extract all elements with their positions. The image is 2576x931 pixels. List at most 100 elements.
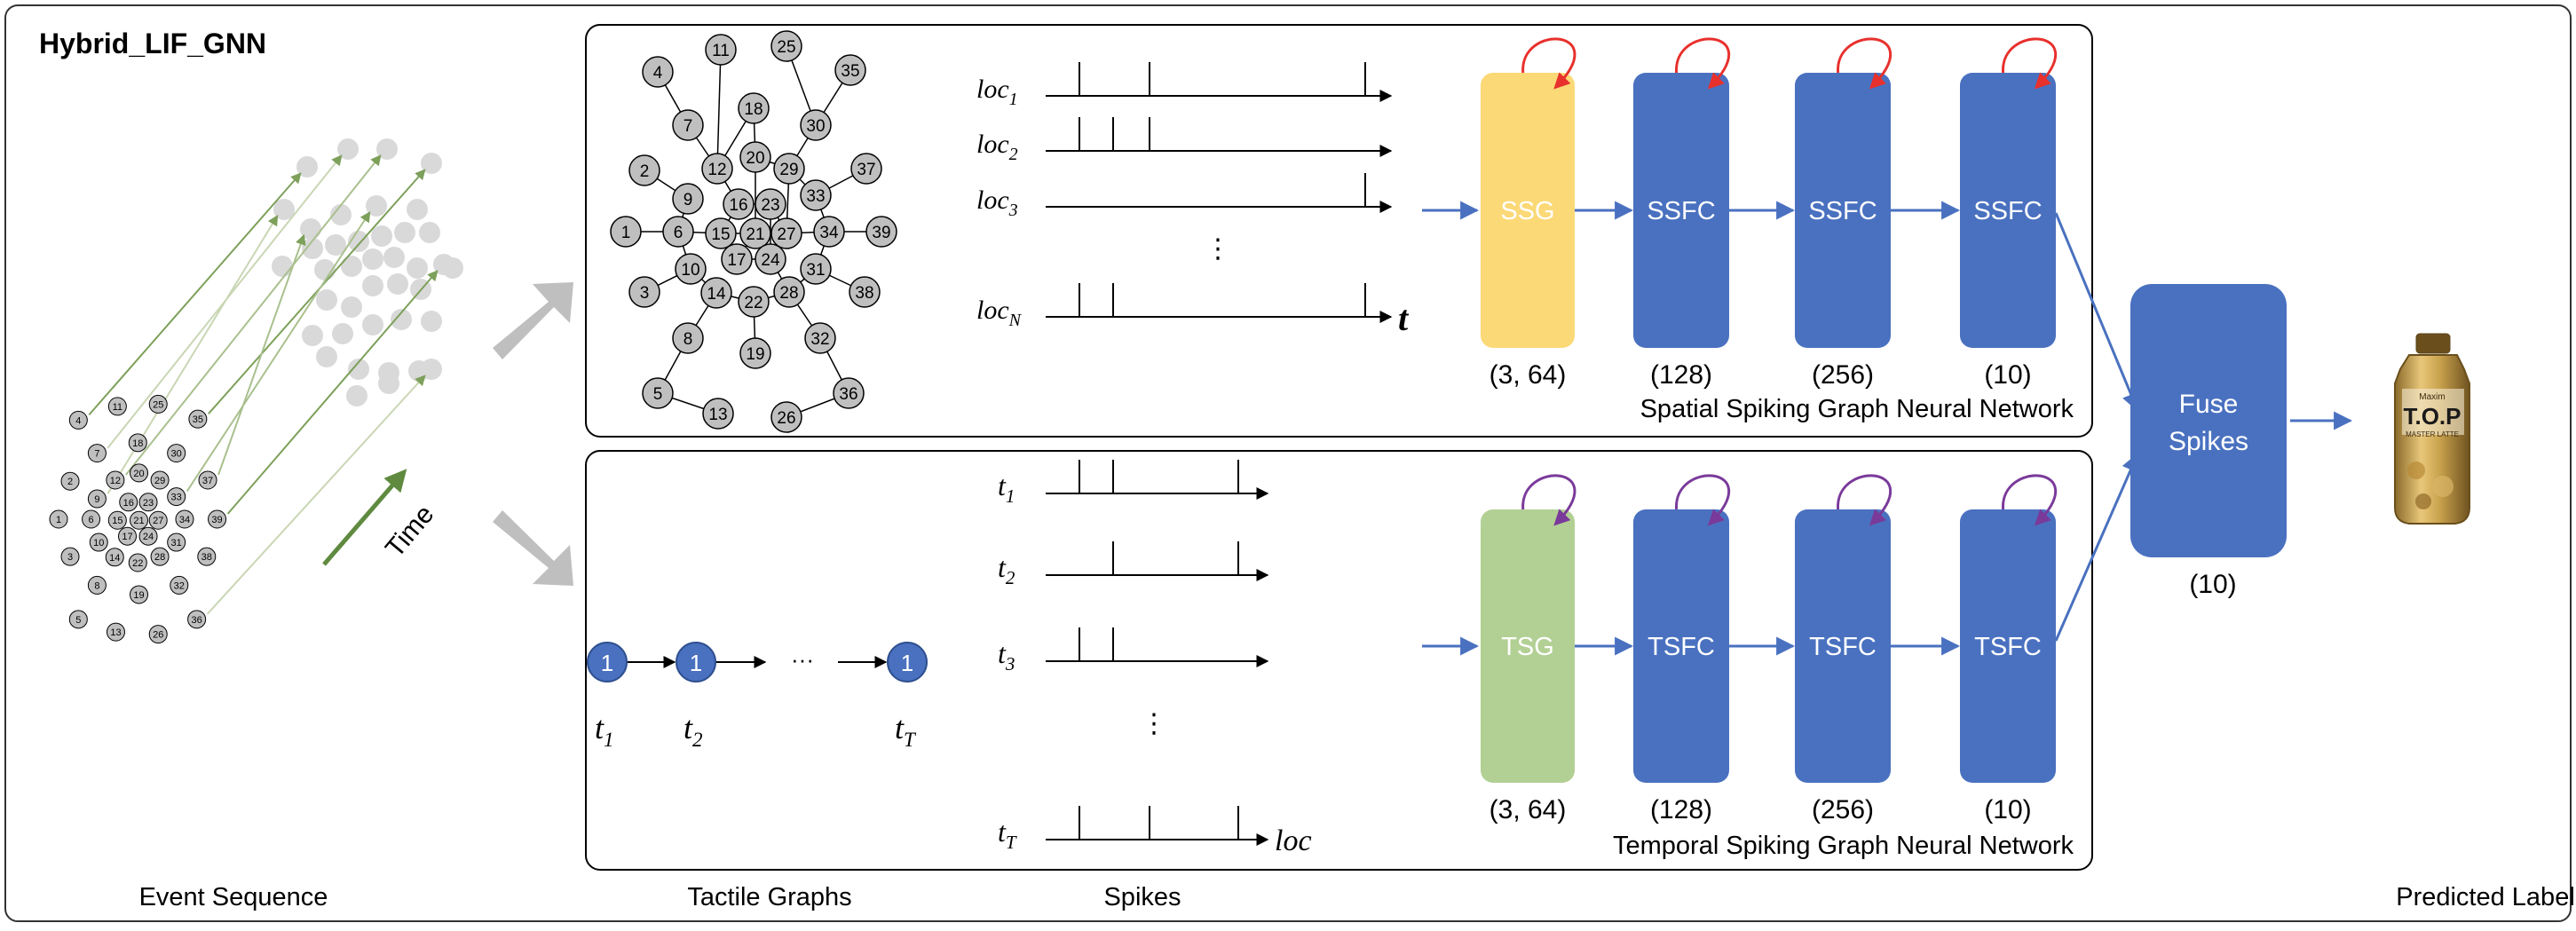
time-arrow xyxy=(322,469,407,566)
chain-node xyxy=(887,642,928,682)
chain-time-label: t2 xyxy=(684,710,703,751)
event-node xyxy=(130,463,149,483)
event-dot xyxy=(330,204,352,225)
predicted-product-bottle: Maxim T.O.P MASTER LATTE xyxy=(2394,333,2470,525)
graph-node xyxy=(642,377,674,409)
event-node xyxy=(130,510,149,530)
time-label: Time xyxy=(380,500,439,563)
transition-arrow-temporal xyxy=(493,510,573,586)
spatial-block-dim: (3, 64) xyxy=(1489,360,1567,390)
graph-node xyxy=(628,276,660,308)
event-node-label: 39 xyxy=(211,515,222,525)
event-node-label: 11 xyxy=(113,402,122,413)
event-dot xyxy=(421,359,442,380)
event-dot xyxy=(366,195,387,217)
spatial-block-label: SSG xyxy=(1500,197,1554,225)
temporal-block-dim: (10) xyxy=(1984,795,2031,824)
spatial-block-dim: (128) xyxy=(1650,360,1712,390)
spatial-row-label-sub: 1 xyxy=(1009,90,1018,109)
temporal-panel-title: Temporal Spiking Graph Neural Network xyxy=(1613,832,2074,860)
chain-node-label: 1 xyxy=(901,650,913,676)
spatial-block xyxy=(1633,73,1729,348)
temporal-panel xyxy=(585,450,2093,871)
event-dot xyxy=(421,153,442,174)
event-dot xyxy=(314,259,336,280)
chain-time-label: t1 xyxy=(595,710,614,751)
graph-node-label: 18 xyxy=(744,100,763,119)
graph-node xyxy=(662,216,694,248)
event-node-label: 26 xyxy=(153,630,163,641)
graph-node xyxy=(610,216,642,248)
chain-time-label-base: t xyxy=(595,710,604,746)
graph-node xyxy=(755,188,786,220)
graph-node-label: 15 xyxy=(711,225,730,244)
graph-node-label: 11 xyxy=(712,42,730,60)
graph-node xyxy=(800,179,832,211)
event-time-arrow xyxy=(186,210,371,493)
graph-node xyxy=(721,243,753,275)
temporal-block-label: TSG xyxy=(1501,633,1554,661)
chain-node xyxy=(676,642,716,682)
event-node xyxy=(49,509,68,529)
graph-node-label: 22 xyxy=(744,294,763,312)
event-dot xyxy=(407,257,428,279)
graph-node-label: 3 xyxy=(640,284,650,303)
event-dot xyxy=(348,359,369,380)
graph-node xyxy=(723,188,755,220)
graph-node-label: 10 xyxy=(681,261,699,280)
temporal-row-label: t2 xyxy=(998,551,1015,588)
event-dot xyxy=(337,138,359,160)
event-node-label: 2 xyxy=(67,477,73,487)
event-node-label: 33 xyxy=(171,493,182,503)
event-dot xyxy=(383,247,405,268)
label-tactile-graphs: Tactile Graphs xyxy=(687,883,851,911)
chain-ellipsis: ··· xyxy=(791,646,814,673)
event-dot xyxy=(394,222,415,243)
graph-node-label: 6 xyxy=(674,224,684,242)
event-node-label: 21 xyxy=(133,516,144,526)
graph-node-label: 36 xyxy=(839,385,857,404)
chain-time-label-base: t xyxy=(684,710,693,746)
event-node xyxy=(167,444,186,463)
graph-node-label: 34 xyxy=(819,224,839,242)
temporal-row-label: t3 xyxy=(998,637,1015,675)
temporal-block-dim: (256) xyxy=(1812,795,1874,824)
spatial-to-fuse-arrow xyxy=(2054,212,2140,412)
event-dot xyxy=(346,385,367,406)
spatial-row-label-base: loc xyxy=(976,75,1009,104)
event-node xyxy=(128,433,147,453)
event-node xyxy=(138,526,158,546)
event-dot xyxy=(341,296,362,318)
event-node xyxy=(148,394,168,414)
transition-arrow-spatial xyxy=(493,282,573,359)
event-node xyxy=(167,533,186,552)
event-node-label: 12 xyxy=(110,476,121,486)
graph-node-label: 17 xyxy=(727,251,746,270)
event-node-label: 10 xyxy=(93,538,104,548)
graph-node xyxy=(702,398,734,430)
temporal-self-loop xyxy=(1675,474,1731,526)
graph-node-label: 25 xyxy=(777,38,795,57)
spatial-block-label: SSFC xyxy=(1647,197,1715,225)
spatial-block xyxy=(1960,73,2056,348)
product-line: MASTER LATTE xyxy=(2406,430,2459,438)
event-time-arrow xyxy=(107,214,279,494)
temporal-loc-axis-label: loc xyxy=(1275,824,1312,857)
graph-node-label: 20 xyxy=(746,149,764,168)
fuse-label-line2: Spikes xyxy=(2169,427,2248,456)
spatial-block xyxy=(1795,73,1891,348)
graph-node xyxy=(672,109,704,141)
event-dot xyxy=(391,309,412,330)
event-dot xyxy=(421,311,442,332)
spatial-row-label: loc1 xyxy=(976,75,1018,109)
graph-node-label: 23 xyxy=(761,196,779,215)
event-node-label: 8 xyxy=(94,580,99,591)
event-node-label: 34 xyxy=(179,515,190,525)
graph-node-label: 32 xyxy=(810,330,829,349)
event-node-label: 25 xyxy=(153,399,163,410)
chain-time-label: tT xyxy=(895,710,917,751)
graph-node-label: 16 xyxy=(729,196,747,215)
graph-node xyxy=(628,154,660,186)
temporal-block xyxy=(1960,509,2056,783)
